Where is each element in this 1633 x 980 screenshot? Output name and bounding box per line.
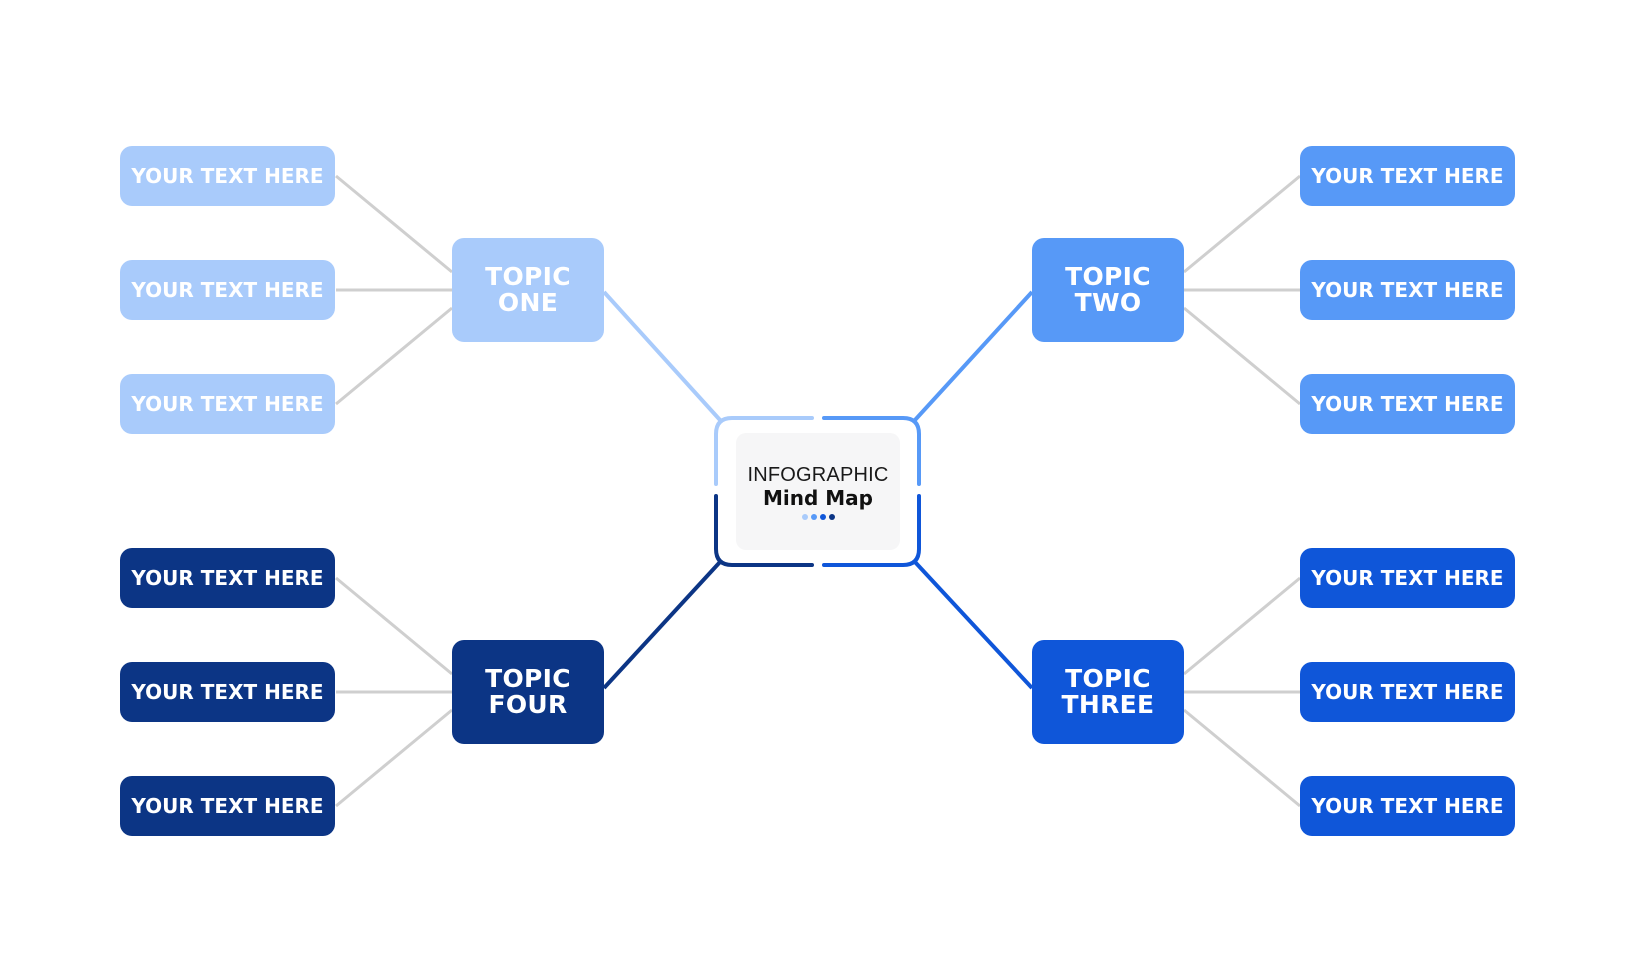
topic-two-item-1: YOUR TEXT HERE: [1300, 146, 1515, 206]
connector-one-1: [335, 174, 453, 274]
topic-three-item-3: YOUR TEXT HERE: [1300, 776, 1515, 836]
topic-four-node: TOPIC FOUR: [452, 640, 604, 744]
hub-frame-one: [714, 416, 814, 486]
topic-three-item-1: YOUR TEXT HERE: [1300, 548, 1515, 608]
connector-hub-four: [602, 560, 722, 690]
hub-frame-three: [822, 494, 921, 567]
topic-two-line1: TOPIC: [1065, 262, 1151, 291]
hub-title-line1: INFOGRAPHIC: [747, 463, 889, 486]
topic-one-item-1: YOUR TEXT HERE: [120, 146, 335, 206]
topic-two-item-3: YOUR TEXT HERE: [1300, 374, 1515, 434]
topic-four-item-3: YOUR TEXT HERE: [120, 776, 335, 836]
topic-one-item-3: YOUR TEXT HERE: [120, 374, 335, 434]
connector-hub-three: [913, 560, 1034, 690]
topic-two-line2: TWO: [1074, 288, 1142, 317]
topic-four-item-1: YOUR TEXT HERE: [120, 548, 335, 608]
hub-dot-one: [801, 513, 808, 520]
topic-three-line1: TOPIC: [1065, 664, 1151, 693]
topic-three-node: TOPIC THREE: [1032, 640, 1184, 744]
connector-hub-one: [602, 290, 722, 422]
connector-two-1: [1183, 174, 1301, 274]
hub-dot-two: [810, 513, 817, 520]
connector-four-3: [335, 708, 453, 808]
topic-four-line1: TOPIC: [485, 664, 571, 693]
topic-one-line1: TOPIC: [485, 262, 571, 291]
hub-dot-four: [828, 513, 835, 520]
hub-dot-three: [819, 513, 826, 520]
topic-four-line2: FOUR: [488, 690, 568, 719]
topic-four-item-2: YOUR TEXT HERE: [120, 662, 335, 722]
hub-frame-four: [714, 494, 814, 567]
hub-frame-two: [822, 416, 921, 486]
center-hub: INFOGRAPHIC Mind Map: [736, 433, 900, 550]
connector-three-3: [1183, 708, 1301, 808]
topic-one-line2: ONE: [497, 288, 559, 317]
topic-three-item-2: YOUR TEXT HERE: [1300, 662, 1515, 722]
topic-one-node: TOPIC ONE: [452, 238, 604, 342]
connector-three-1: [1183, 576, 1301, 676]
connector-four-1: [335, 576, 453, 676]
hub-dots: [801, 513, 835, 520]
connector-hub-two: [913, 290, 1034, 422]
connector-two-3: [1183, 306, 1301, 406]
topic-two-item-2: YOUR TEXT HERE: [1300, 260, 1515, 320]
hub-title-line2: Mind Map: [763, 485, 873, 510]
topic-one-item-2: YOUR TEXT HERE: [120, 260, 335, 320]
connector-one-3: [335, 306, 453, 406]
topic-two-node: TOPIC TWO: [1032, 238, 1184, 342]
topic-three-line2: THREE: [1061, 690, 1155, 719]
